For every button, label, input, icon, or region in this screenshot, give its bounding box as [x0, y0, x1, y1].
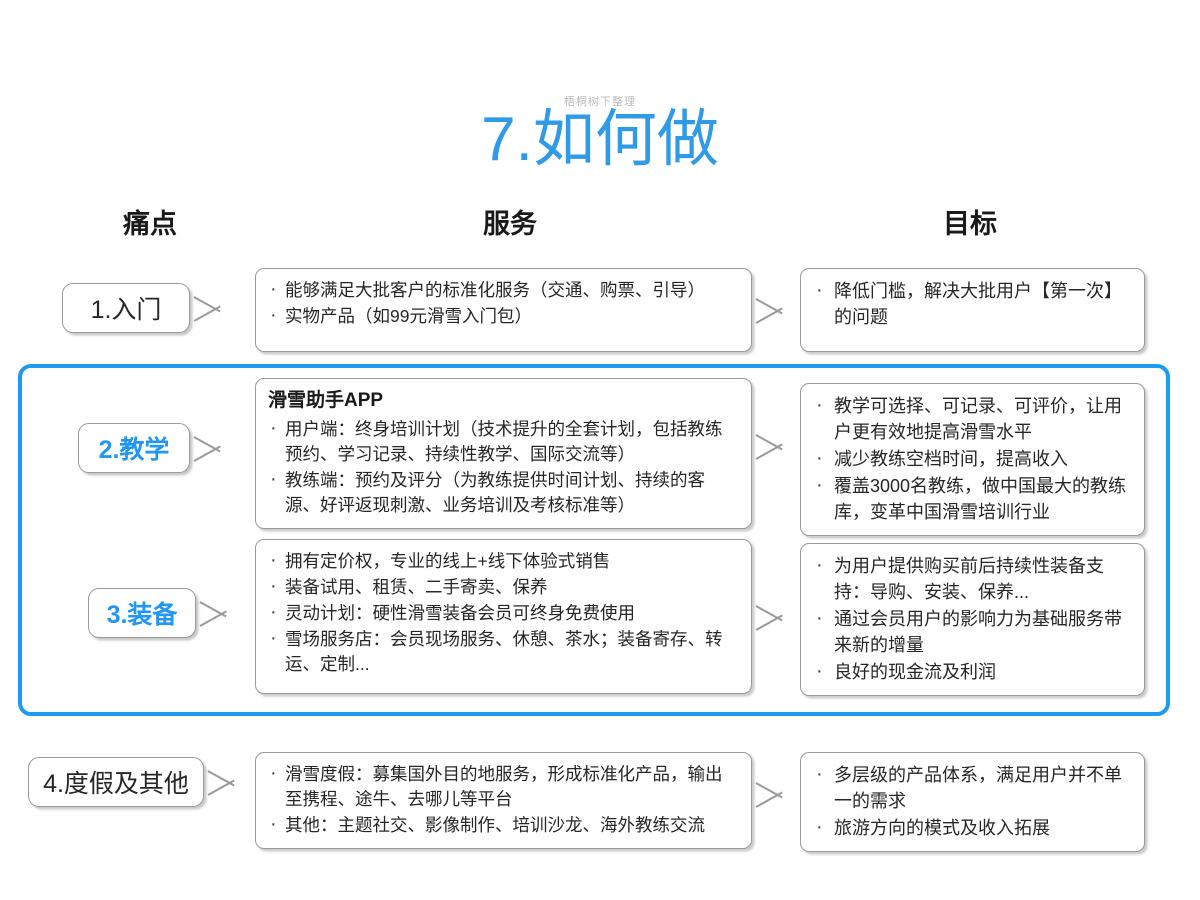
service-bullet-list: 滑雪度假：募集国外目的地服务，形成标准化产品，输出至携程、途牛、去哪儿等平台其他…	[268, 761, 737, 838]
pain-point-label-text: 1.入门	[90, 296, 162, 324]
bullet-item: 灵动计划：硬性滑雪装备会员可终身免费使用	[268, 600, 737, 626]
goal-bullet-list: 多层级的产品体系，满足用户并不单一的需求旅游方向的模式及收入拓展	[813, 761, 1130, 841]
column-header-pain: 痛点	[123, 209, 177, 239]
column-header-service: 服务	[483, 209, 537, 239]
bullet-item: 滑雪度假：募集国外目的地服务，形成标准化产品，输出至携程、途牛、去哪儿等平台	[268, 761, 737, 812]
watermark-text: 梧桐树下整理	[564, 96, 636, 108]
service-card-1[interactable]: 能够满足大批客户的标准化服务（交通、购票、引导）实物产品（如99元滑雪入门包）	[255, 268, 752, 352]
goal-card-4[interactable]: 多层级的产品体系，满足用户并不单一的需求旅游方向的模式及收入拓展	[800, 752, 1145, 852]
bullet-item: 旅游方向的模式及收入拓展	[813, 814, 1130, 841]
page-title: 7.如何做	[481, 105, 719, 174]
goal-card-2[interactable]: 教学可选择、可记录、可评价，让用户更有效地提高滑雪水平减少教练空档时间，提高收入…	[800, 383, 1145, 536]
bullet-item: 覆盖3000名教练，做中国最大的教练库，变革中国滑雪培训行业	[813, 472, 1130, 525]
goal-card-1[interactable]: 降低门槛，解决大批用户【第一次】的问题	[800, 268, 1145, 352]
bullet-item: 教练端：预约及评分（为教练提供时间计划、持续的客源、好评返现刺激、业务培训及考核…	[268, 467, 737, 518]
service-card-title: 滑雪助手APP	[268, 390, 384, 411]
bullet-item: 多层级的产品体系，满足用户并不单一的需求	[813, 761, 1130, 814]
bullet-item: 雪场服务店：会员现场服务、休憩、茶水；装备寄存、转运、定制...	[268, 626, 737, 677]
goal-bullet-list: 教学可选择、可记录、可评价，让用户更有效地提高滑雪水平减少教练空档时间，提高收入…	[813, 392, 1130, 525]
service-card-2[interactable]: 滑雪助手APP 用户端：终身培训计划（技术提升的全套计划，包括教练预约、学习记录、…	[255, 378, 752, 529]
service-bullet-list: 拥有定价权，专业的线上+线下体验式销售装备试用、租赁、二手寄卖、保养灵动计划：硬…	[268, 548, 737, 677]
arrow-connector-icon	[754, 288, 794, 332]
bullet-item: 装备试用、租赁、二手寄卖、保养	[268, 574, 737, 600]
column-header-goal: 目标	[943, 209, 997, 239]
service-card-3[interactable]: 拥有定价权，专业的线上+线下体验式销售装备试用、租赁、二手寄卖、保养灵动计划：硬…	[255, 539, 752, 694]
bullet-item: 用户端：终身培训计划（技术提升的全套计划，包括教练预约、学习记录、持续性教学、国…	[268, 416, 737, 467]
goal-card-3[interactable]: 为用户提供购买前后持续性装备支持：导购、安装、保养...通过会员用户的影响力为基…	[800, 543, 1145, 696]
service-bullet-list: 能够满足大批客户的标准化服务（交通、购票、引导）实物产品（如99元滑雪入门包）	[268, 277, 737, 329]
pain-point-label-4[interactable]: 4.度假及其他	[28, 757, 204, 807]
arrow-connector-icon	[192, 286, 232, 330]
bullet-item: 通过会员用户的影响力为基础服务带来新的增量	[813, 605, 1130, 658]
bullet-item: 能够满足大批客户的标准化服务（交通、购票、引导）	[268, 277, 737, 303]
bullet-item: 教学可选择、可记录、可评价，让用户更有效地提高滑雪水平	[813, 392, 1130, 445]
arrow-connector-icon	[754, 772, 794, 816]
pain-point-label-3[interactable]: 3.装备	[88, 588, 196, 638]
bullet-item: 降低门槛，解决大批用户【第一次】的问题	[813, 277, 1130, 330]
bullet-item: 为用户提供购买前后持续性装备支持：导购、安装、保养...	[813, 552, 1130, 605]
goal-bullet-list: 降低门槛，解决大批用户【第一次】的问题	[813, 277, 1130, 330]
arrow-connector-icon	[206, 760, 246, 804]
bullet-item: 良好的现金流及利润	[813, 658, 1130, 685]
service-card-4[interactable]: 滑雪度假：募集国外目的地服务，形成标准化产品，输出至携程、途牛、去哪儿等平台其他…	[255, 752, 752, 849]
service-bullet-list: 用户端：终身培训计划（技术提升的全套计划，包括教练预约、学习记录、持续性教学、国…	[268, 416, 737, 518]
pain-point-label-text: 3.装备	[106, 601, 178, 629]
bullet-item: 减少教练空档时间，提高收入	[813, 445, 1130, 472]
bullet-item: 其他：主题社交、影像制作、培训沙龙、海外教练交流	[268, 812, 737, 838]
pain-point-label-text: 2.教学	[98, 436, 170, 464]
focus-highlight-frame	[18, 364, 1170, 716]
bullet-item: 拥有定价权，专业的线上+线下体验式销售	[268, 548, 737, 574]
pain-point-label-2[interactable]: 2.教学	[78, 423, 190, 473]
pain-point-label-text: 4.度假及其他	[43, 770, 189, 798]
bullet-item: 实物产品（如99元滑雪入门包）	[268, 303, 737, 329]
pain-point-label-1[interactable]: 1.入门	[62, 283, 190, 333]
goal-bullet-list: 为用户提供购买前后持续性装备支持：导购、安装、保养...通过会员用户的影响力为基…	[813, 552, 1130, 685]
